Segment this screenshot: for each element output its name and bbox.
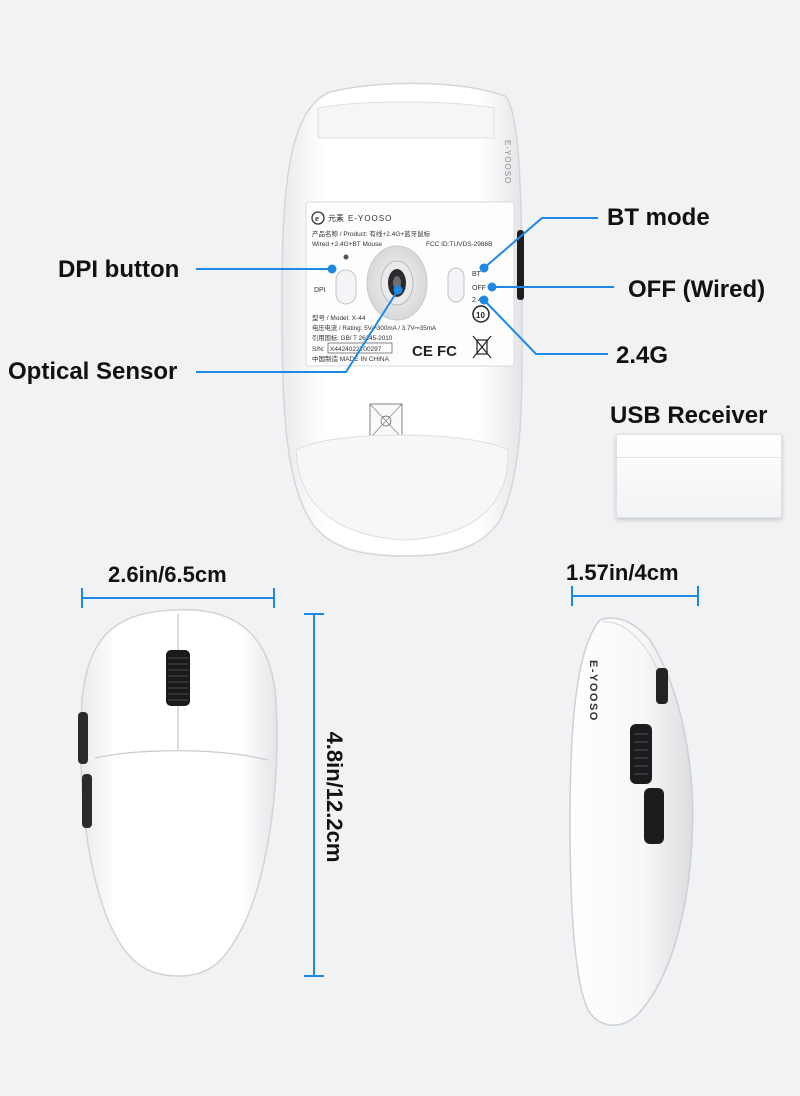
- brand-logo-icon: [311, 211, 325, 225]
- dimension-lines: [81, 586, 699, 977]
- svg-text:e: e: [315, 216, 319, 223]
- optical-sensor: [366, 245, 428, 321]
- side-view-button-forward[interactable]: [630, 724, 652, 784]
- env-protection-icon: [472, 305, 490, 323]
- mouse-top-view: [78, 608, 278, 977]
- dpi-label: DPI: [314, 287, 326, 294]
- callout-bt-mode: BT mode: [607, 204, 710, 231]
- edge-brand: E-YOOSO: [503, 140, 512, 184]
- side-button-forward[interactable]: [78, 712, 88, 764]
- dimension-height: 1.57in/4cm: [566, 560, 679, 585]
- label-made-in: 中国制造 MADE IN CHINA: [312, 354, 390, 363]
- ce-fc-mark: CE FC: [412, 343, 457, 360]
- mouse-side-view: E-YOOSO: [569, 617, 694, 1026]
- label-model: 型号 / Model: X-44: [312, 313, 366, 322]
- mode-switch[interactable]: [447, 267, 465, 303]
- label-brand: E-YOOSO: [348, 214, 392, 223]
- dimension-width: 2.6in/6.5cm: [108, 562, 227, 587]
- callout-off-wired: OFF (Wired): [628, 276, 766, 303]
- label-standard: 引用国标: GB/ T 26245-2010: [312, 333, 393, 342]
- switch-label-off: OFF: [472, 285, 486, 292]
- usb-receiver-label: USB Receiver: [610, 402, 768, 429]
- dimension-length: 4.8in/12.2cm: [322, 731, 347, 863]
- dpi-button[interactable]: [335, 269, 357, 305]
- callout-lines: [196, 217, 614, 373]
- label-fcc: FCC ID:TUVDS-2986B: [426, 241, 492, 248]
- certification-sticker: [369, 403, 403, 439]
- usb-receiver: [616, 434, 782, 518]
- label-product: 产品名称 / Product: 有线+2.4G+蓝牙鼠标: [312, 229, 431, 238]
- side-brand: E-YOOSO: [587, 660, 599, 722]
- callout-dpi-button: DPI button: [58, 256, 180, 283]
- svg-text:10: 10: [476, 311, 485, 320]
- side-view-button-back[interactable]: [644, 788, 664, 844]
- callout-optical-sensor: Optical Sensor: [8, 358, 178, 385]
- mouse-bottom-view: e 元素 E-YOOSO 产品名称 / Product: 有线+2.4G+蓝牙鼠…: [281, 82, 524, 557]
- side-button-back[interactable]: [82, 774, 92, 828]
- label-wired: Wired +2.4G+BT Mouse: [312, 241, 382, 248]
- switch-label-bt: BT: [472, 271, 482, 278]
- callout-2-4g: 2.4G: [616, 342, 669, 369]
- label-sn-value: X4424022700297: [330, 346, 382, 353]
- weee-bin-icon: [472, 335, 492, 359]
- label-brand-cn: 元素: [328, 213, 344, 223]
- label-sn: S/N:: [312, 346, 325, 353]
